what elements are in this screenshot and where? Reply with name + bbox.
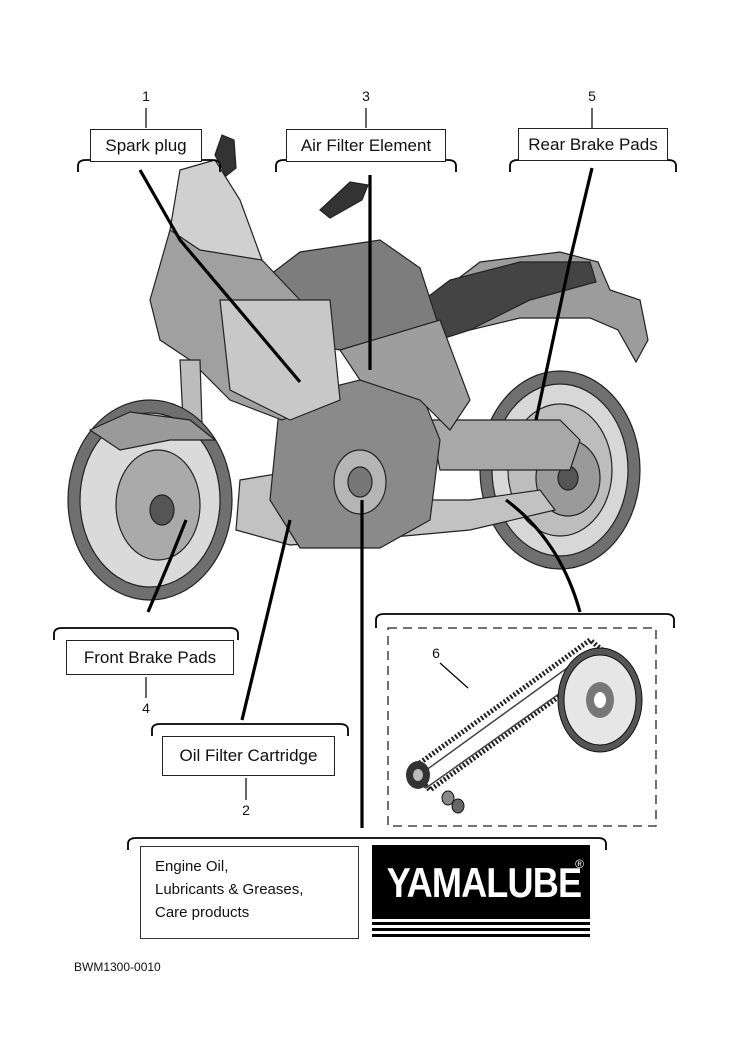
- label-oil-filter-cartridge: Oil Filter Cartridge: [162, 736, 335, 776]
- motorcycle-illustration: [67, 134, 649, 601]
- label-rear-brake-pads: Rear Brake Pads: [518, 128, 668, 161]
- label-air-filter-element: Air Filter Element: [286, 129, 446, 162]
- products-line-lubricants: Lubricants & Greases,: [155, 881, 304, 898]
- yamalube-logo-text: YAMALUBE: [386, 859, 582, 906]
- front-wheel: [67, 399, 233, 601]
- leader-lines: [138, 167, 594, 828]
- front-fender: [88, 411, 217, 451]
- front-sprocket: [406, 761, 430, 789]
- yamalube-logo-graphic: [372, 845, 590, 937]
- swingarm: [429, 419, 581, 471]
- callout-number-3: 3: [362, 88, 370, 104]
- left-mirror: [214, 134, 237, 177]
- frame: [339, 319, 471, 431]
- windscreen: [169, 159, 263, 261]
- callout-brackets: [53, 159, 677, 850]
- callout-number-2: 2: [242, 802, 250, 818]
- products-line-engine-oil: Engine Oil,: [155, 858, 229, 875]
- callout-number-4: 4: [142, 700, 150, 716]
- number-ticks: [145, 108, 593, 800]
- registered-mark: ®: [575, 857, 584, 871]
- right-mirror: [319, 181, 369, 219]
- chain-kit: [387, 627, 657, 827]
- chain-nuts: [441, 790, 465, 814]
- chain-kit-dashed-frame: [387, 627, 657, 827]
- document-id: BWM1300-0010: [74, 960, 161, 974]
- callout-number-5: 5: [588, 88, 596, 104]
- rear-sprocket: [557, 647, 643, 753]
- callout-number-6: 6: [432, 645, 440, 661]
- label-spark-plug: Spark plug: [90, 129, 202, 162]
- products-line-care: Care products: [155, 904, 250, 921]
- products-box: Engine Oil, Lubricants & Greases, Care p…: [140, 846, 359, 939]
- yamalube-logo: YAMALUBE ®: [372, 845, 590, 938]
- callout-number-1: 1: [142, 88, 150, 104]
- label-front-brake-pads: Front Brake Pads: [66, 640, 234, 675]
